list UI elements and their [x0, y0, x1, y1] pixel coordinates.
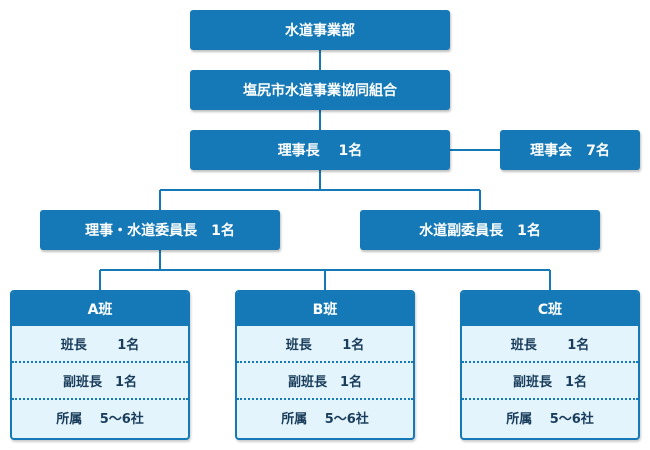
- vice-water-committee-box: 水道副委員長 1名: [360, 210, 600, 250]
- group-a: A班 班長 1名 副班長 1名 所属 5～6社: [10, 290, 190, 440]
- group-row-subleader: 副班長 1名: [462, 361, 638, 398]
- group-row-members: 所属 5～6社: [462, 398, 638, 435]
- group-row-leader: 班長 1名: [60, 338, 140, 353]
- group-title: B班: [237, 292, 413, 326]
- association-box: 塩尻市水道事業協同組合: [190, 70, 450, 110]
- water-department-box: 水道事業部: [190, 10, 450, 50]
- board-box: 理事会 7名: [500, 130, 640, 170]
- group-b: B班 班長 1名 副班長 1名 所属 5～6社: [235, 290, 415, 440]
- group-row-leader: 班長 1名: [510, 338, 590, 353]
- chairman-box: 理事長 1名: [190, 130, 450, 170]
- group-c: C班 班長 1名 副班長 1名 所属 5～6社: [460, 290, 640, 440]
- director-water-committee-box: 理事・水道委員長 1名: [40, 210, 280, 250]
- group-row-leader: 班長 1名: [285, 338, 365, 353]
- group-row-subleader: 副班長 1名: [12, 361, 188, 398]
- group-row-members: 所属 5～6社: [237, 398, 413, 435]
- group-title: A班: [12, 292, 188, 326]
- group-row-subleader: 副班長 1名: [237, 361, 413, 398]
- group-title: C班: [462, 292, 638, 326]
- group-row-members: 所属 5～6社: [12, 398, 188, 435]
